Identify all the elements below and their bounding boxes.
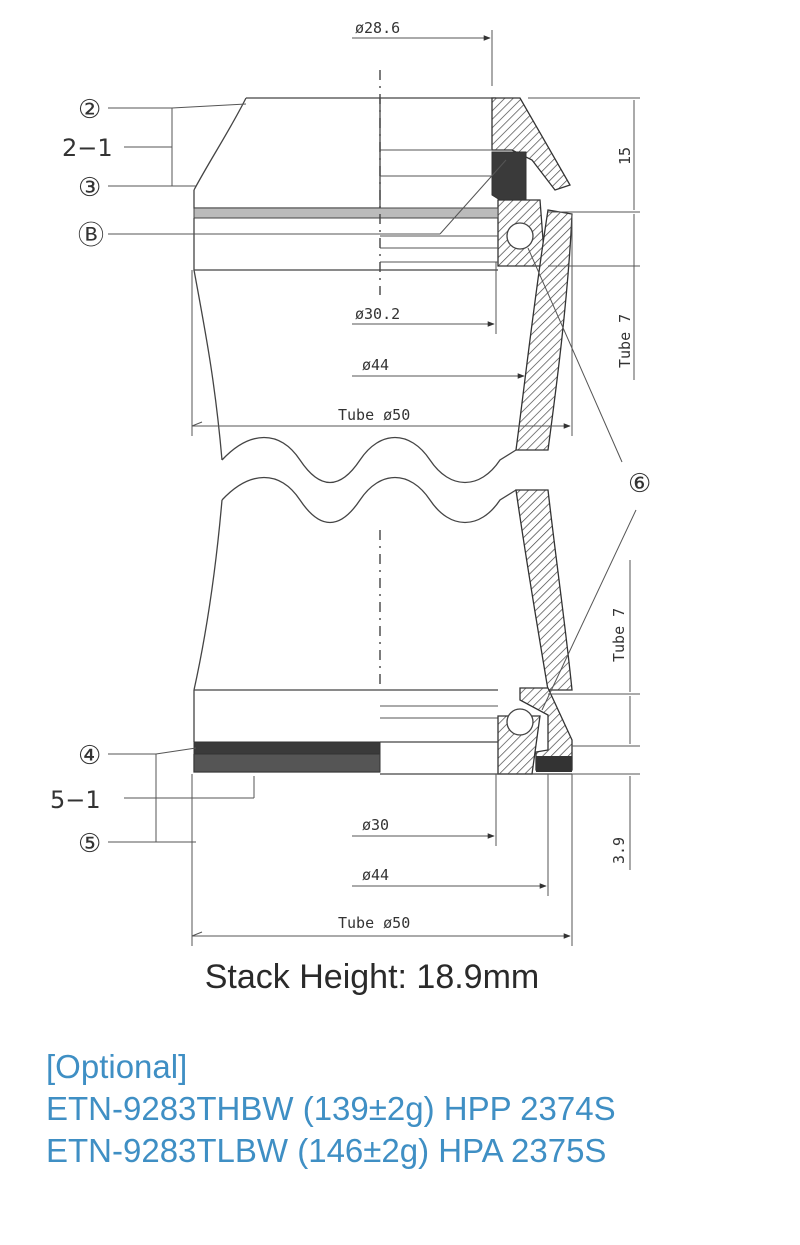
stack-height-caption: Stack Height: 18.9mm <box>204 958 540 996</box>
bottom-cup <box>193 687 573 775</box>
callout-5: ⑤ <box>78 829 101 859</box>
dim-bot-44: ø44 <box>362 866 389 884</box>
callout-4: ④ <box>78 741 101 771</box>
dim-top-44: ø44 <box>362 356 389 374</box>
top-cup <box>193 97 571 271</box>
dim-top-30-2: ø30.2 <box>355 305 400 323</box>
dim-bot-tube7: Tube 7 <box>610 608 628 662</box>
callouts: ② 2−1 ③ Ⓑ ⑥ ④ 5−1 ⑤ <box>50 95 651 859</box>
optional-line-2: ETN-9283TLBW (146±2g) HPA 2375S <box>46 1132 607 1169</box>
callout-5-1: 5−1 <box>50 786 101 814</box>
optional-line-1: ETN-9283THBW (139±2g) HPP 2374S <box>46 1090 616 1127</box>
callout-2: ② <box>78 95 101 125</box>
callout-2-1: 2−1 <box>62 134 113 162</box>
dim-top-tube7: Tube 7 <box>616 314 634 368</box>
optional-section: [Optional] ETN-9283THBW (139±2g) HPP 237… <box>46 1046 616 1172</box>
callout-3: ③ <box>78 173 101 203</box>
optional-heading: [Optional] <box>46 1048 188 1085</box>
callout-6: ⑥ <box>628 469 651 499</box>
bottom-dimensions: ø30 ø44 Tube ø50 Tube 7 3.9 <box>191 560 640 946</box>
dim-bot-tube50: Tube ø50 <box>338 914 410 932</box>
dim-top-15: 15 <box>616 147 634 165</box>
dim-top-28-6: ø28.6 <box>355 19 400 37</box>
dim-bot-3-9: 3.9 <box>610 837 628 864</box>
top-dimensions: ø28.6 ø30.2 ø44 Tube ø50 15 Tube 7 <box>191 19 640 436</box>
dim-top-tube50: Tube ø50 <box>338 406 410 424</box>
callout-b: Ⓑ <box>78 221 104 251</box>
headset-technical-drawing: ø28.6 ø30.2 ø44 Tube ø50 15 Tube 7 ø30 <box>50 19 651 946</box>
dim-bot-30: ø30 <box>362 816 389 834</box>
head-tube <box>193 70 573 691</box>
